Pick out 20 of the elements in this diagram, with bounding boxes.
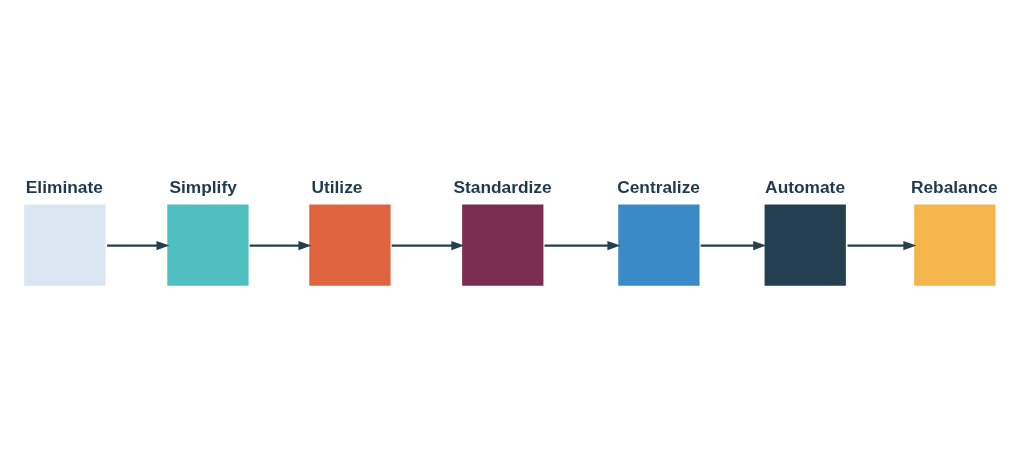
node-box bbox=[462, 203, 544, 286]
arrow bbox=[847, 240, 917, 250]
node-label: Rebalance bbox=[910, 176, 998, 197]
node-label: Eliminate bbox=[25, 176, 103, 197]
node-box bbox=[167, 203, 249, 286]
node-label: Utilize bbox=[311, 176, 363, 197]
node-box bbox=[24, 203, 106, 286]
arrow bbox=[700, 240, 767, 250]
node-label: Centralize bbox=[617, 176, 700, 197]
node-label: Automate bbox=[765, 176, 846, 197]
arrow bbox=[391, 240, 465, 250]
node-box bbox=[618, 203, 700, 286]
arrow bbox=[107, 240, 170, 250]
node-box bbox=[914, 203, 996, 286]
node-label: Standardize bbox=[453, 176, 552, 197]
node-box bbox=[764, 203, 846, 286]
arrow bbox=[249, 240, 312, 250]
node-label: Simplify bbox=[169, 176, 237, 197]
arrow bbox=[544, 240, 621, 250]
node-box bbox=[309, 203, 391, 286]
